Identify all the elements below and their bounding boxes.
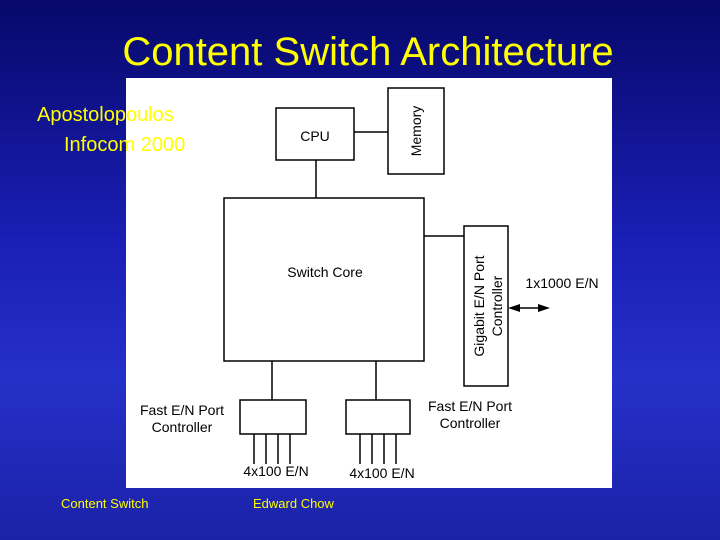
slide-title: Content Switch Architecture	[122, 30, 614, 74]
ports-right-label: 4x100 E/N	[349, 465, 414, 481]
footer-right: Edward Chow	[253, 496, 334, 511]
cpu-box	[275, 107, 355, 161]
fast-left-box	[239, 399, 307, 435]
switch-core-box	[223, 197, 425, 362]
arrowhead-right	[538, 304, 550, 312]
fast-right-label-line1: Fast E/N Port	[428, 398, 512, 414]
gigabit-controller-box	[463, 225, 509, 387]
footer-left: Content Switch	[61, 496, 149, 511]
citation: Apostolopoulos Infocom 2000	[37, 100, 185, 160]
memory-box	[387, 87, 445, 175]
gigabit-label-line2: Controller	[489, 275, 505, 336]
arrowhead-left	[508, 304, 520, 312]
ports-left-label: 4x100 E/N	[243, 463, 308, 479]
cpu-label: CPU	[300, 128, 330, 144]
fast-left-label-line2: Controller	[152, 419, 213, 435]
architecture-diagram-svg: CPU Memory Switch Core Gigabit E/N Port …	[140, 87, 599, 481]
architecture-diagram: CPU Memory Switch Core Gigabit E/N Port …	[126, 78, 612, 488]
citation-author: Apostolopoulos	[37, 104, 174, 126]
switch-core-label: Switch Core	[287, 264, 363, 280]
fast-left-label-line1: Fast E/N Port	[140, 402, 224, 418]
gigabit-link-label: 1x1000 E/N	[525, 275, 598, 291]
fast-right-label-line2: Controller	[440, 415, 501, 431]
gigabit-label-line1: Gigabit E/N Port	[471, 255, 487, 356]
citation-venue: Infocom 2000	[64, 134, 186, 156]
fast-right-box	[345, 399, 411, 435]
memory-label: Memory	[408, 106, 424, 157]
